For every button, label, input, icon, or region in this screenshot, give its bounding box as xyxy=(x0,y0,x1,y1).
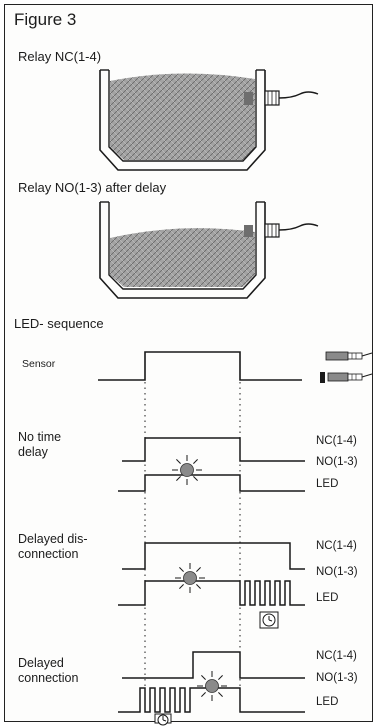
row2-nc-waveform xyxy=(122,542,305,570)
sensor-waveform xyxy=(98,351,302,381)
tank-low-outer-wall xyxy=(99,202,266,299)
delayed-connection-label: Delayed connection xyxy=(18,656,78,686)
row2-led-waveform xyxy=(118,580,305,606)
row3-led-waveform xyxy=(118,687,305,713)
row2-no-label: NO(1-3) xyxy=(316,566,358,578)
delayed-connection-label-line1: Delayed xyxy=(18,656,64,670)
no-delay-label-line1: No time xyxy=(18,430,62,444)
tank-full-caption: Relay NC(1-4) xyxy=(18,49,102,64)
row3-led-label: LED xyxy=(316,696,339,708)
tank-full-inner-wall xyxy=(108,70,257,162)
sensor-icon-top xyxy=(244,90,319,106)
clock-icon-row3 xyxy=(154,713,172,726)
tank-full xyxy=(99,69,266,171)
sensor-active-icon xyxy=(325,351,373,361)
tank-full-outer-wall xyxy=(99,70,266,171)
row1-nc-label: NC(1-4) xyxy=(316,435,357,447)
delayed-disconnection-label-line2: connection xyxy=(18,547,79,561)
lamp-icon-row3 xyxy=(197,671,227,701)
row2-led-label: LED xyxy=(316,592,339,604)
lamp-icon-row1 xyxy=(172,455,202,485)
delayed-disconnection-label-line1: Delayed dis- xyxy=(18,532,88,546)
row1-no-label: NO(1-3) xyxy=(316,456,358,468)
no-delay-label: No time delay xyxy=(18,430,61,460)
row3-nc-label: NC(1-4) xyxy=(316,650,357,662)
figure-title: Figure 3 xyxy=(14,10,77,29)
lamp-icon-row2 xyxy=(175,563,205,593)
row1-led-waveform xyxy=(118,474,305,492)
row2-nc-label: NC(1-4) xyxy=(316,540,357,552)
delayed-disconnection-label: Delayed dis- connection xyxy=(18,532,87,562)
tank-low-liquid xyxy=(110,228,255,287)
led-sequence-title: LED- sequence xyxy=(14,316,104,331)
sensor-inactive-icon xyxy=(320,372,373,383)
tank-full-liquid xyxy=(110,73,255,160)
sensor-icon-bottom xyxy=(244,223,319,238)
no-delay-label-line2: delay xyxy=(18,445,48,459)
delayed-connection-label-line2: connection xyxy=(18,671,79,685)
row3-no-label: NO(1-3) xyxy=(316,672,358,684)
row1-led-label: LED xyxy=(316,478,339,490)
tank-low xyxy=(99,201,266,299)
row1-nc-waveform xyxy=(122,437,305,462)
row3-nc-waveform xyxy=(122,651,305,679)
tank-low-caption: Relay NO(1-3) after delay xyxy=(18,180,167,195)
sensor-label: Sensor xyxy=(22,358,56,370)
clock-icon-row2 xyxy=(259,611,279,629)
tank-low-inner-wall xyxy=(108,202,257,290)
